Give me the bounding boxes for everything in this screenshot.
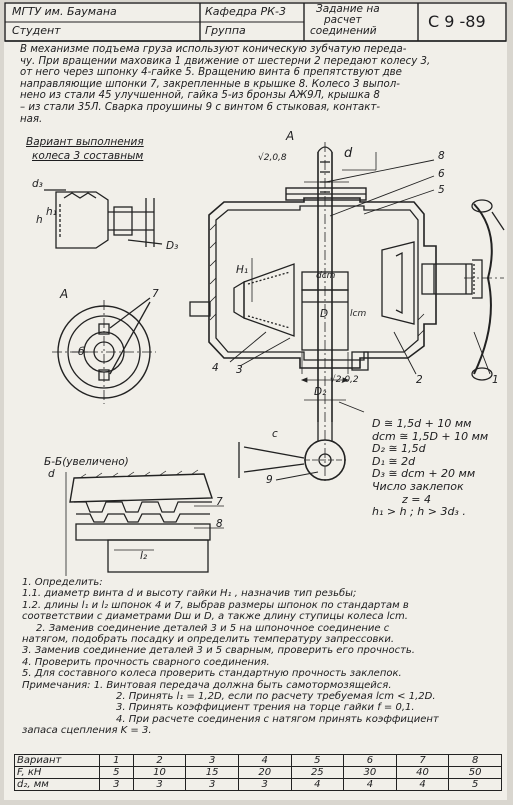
formula-block: D ≅ 1,5d + 10 мм dcm ≅ 1,5D + 10 мм D₂ ≅… xyxy=(372,417,489,519)
label-part-6: 6 xyxy=(438,168,445,180)
table-header-row: Вариант 1 2 3 4 5 6 7 8 xyxy=(14,754,502,767)
label-part-7: 7 xyxy=(152,288,159,300)
title-line2: расчет xyxy=(324,14,362,26)
table-row: d₂, мм 3 3 3 3 4 4 4 5 xyxy=(14,778,502,791)
label-part-7-section: 7 xyxy=(216,496,223,508)
screw-lower-eye xyxy=(238,401,365,481)
label-part-3: 3 xyxy=(236,364,243,376)
label-c: c xyxy=(272,428,278,440)
sheet-code: С 9 -89 xyxy=(428,12,486,31)
label-a-view: A xyxy=(60,287,69,301)
label-part-1: 1 xyxy=(492,374,499,386)
label-h1: h₁ xyxy=(46,206,57,218)
title-line1: Задание на xyxy=(316,3,380,15)
label-d3: d₃ xyxy=(32,178,43,190)
group-label: Группа xyxy=(205,24,246,37)
description-text: В механизме подъема груза используют кон… xyxy=(20,44,431,125)
label-lcm: lcm xyxy=(350,309,367,319)
label-part-2: 2 xyxy=(416,374,423,386)
dimension-lines xyxy=(251,152,377,401)
section-title: Б-Б(увеличено) xyxy=(44,456,129,468)
view-a-flange xyxy=(52,297,156,404)
student-label: Студент xyxy=(12,24,61,37)
label-part-5: 5 xyxy=(438,184,445,196)
variant-note-line1: Вариант выполнения xyxy=(26,136,144,148)
header-grid xyxy=(4,2,507,42)
label-D3: D₃ xyxy=(166,240,179,252)
composite-wheel-sketch xyxy=(44,189,163,249)
label-part-8-section: 8 xyxy=(216,518,223,530)
callout-leaders xyxy=(229,159,491,481)
label-D2: D₂ xyxy=(314,386,327,398)
department-label: Кафедра РК-3 xyxy=(205,5,286,18)
institute-label: МГТУ им. Баумана xyxy=(12,5,117,18)
title-line3: соединений xyxy=(310,25,377,37)
label-l2: l₂ xyxy=(140,550,148,562)
section-bb xyxy=(65,469,224,576)
label-part-4: 4 xyxy=(212,362,219,374)
label-d-section: d xyxy=(48,468,55,480)
label-rough1: √2,0,8 xyxy=(258,153,287,163)
label-a-top: A xyxy=(286,129,295,143)
label-h: h xyxy=(36,214,43,226)
label-part-8: 8 xyxy=(438,150,445,162)
label-d: d xyxy=(344,146,353,161)
variant-table: Вариант 1 2 3 4 5 6 7 8 F, кН 5 10 15 20… xyxy=(14,754,502,791)
label-dcm: dcm xyxy=(316,271,336,281)
label-H1: H₁ xyxy=(236,264,249,276)
tasks-text: 1. Определить: 1.1. диаметр винта d и вы… xyxy=(22,577,439,737)
gearbox-housing xyxy=(189,142,505,482)
table-row: F, кН 5 10 15 20 25 30 40 50 xyxy=(14,766,502,779)
variant-note-line2: колеса 3 составным xyxy=(32,150,144,162)
mechanism-drawing xyxy=(44,142,505,576)
assignment-sheet: МГТУ им. Баумана Студент Кафедра РК-3 Гр… xyxy=(4,2,507,800)
label-D: D xyxy=(320,308,329,320)
label-part-9: 9 xyxy=(266,474,273,486)
label-b: б xyxy=(78,346,85,358)
label-rough2: √2,0,2 xyxy=(330,375,359,385)
